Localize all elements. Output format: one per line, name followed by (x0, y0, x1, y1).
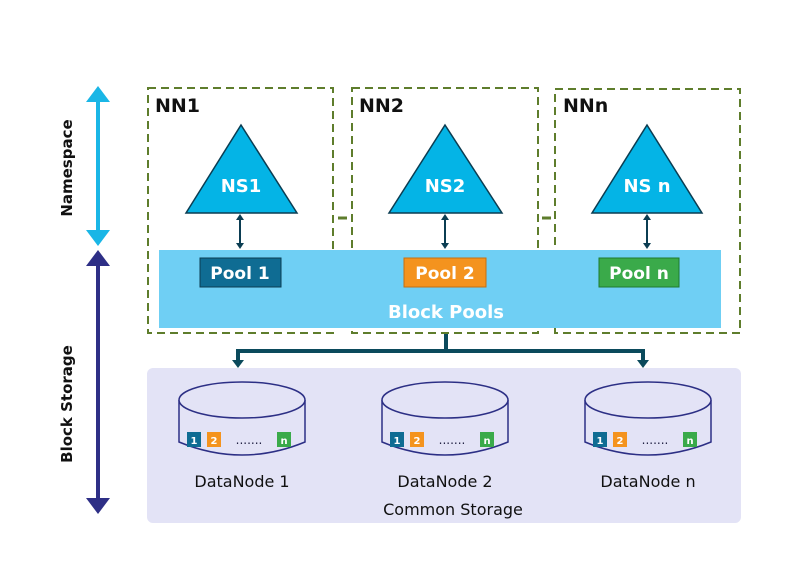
arrow-down-icon (232, 360, 244, 368)
namespace-triangle-nsn (590, 123, 704, 214)
block-storage-axis: Block Storage (58, 250, 110, 514)
namenode-label: NN1 (155, 95, 200, 117)
block-label: 2 (617, 436, 624, 447)
arrow-down-icon (637, 360, 649, 368)
namenode-box-nn1 (147, 87, 334, 334)
pool-label: Pool 2 (415, 264, 474, 284)
block-label: n (686, 436, 693, 447)
arrow-up-icon (236, 214, 244, 220)
namenode-box-nn2 (351, 87, 539, 334)
arrow-up-icon (643, 214, 651, 220)
namespace-axis: Namespace (58, 86, 110, 246)
block-1 (187, 432, 201, 447)
block-label: 1 (394, 436, 401, 447)
namenode-label: NNn (563, 95, 608, 117)
namespace-label: NS1 (221, 176, 262, 197)
arrow-down-icon (236, 243, 244, 249)
block-2 (207, 432, 221, 447)
arrow-down-icon (86, 230, 110, 246)
namespace-triangle-ns2 (387, 123, 504, 214)
block-pools-label: Block Pools (388, 302, 504, 323)
arrow-down-icon (86, 498, 110, 514)
datanode-2: 1 2 n....... DataNode 2 (381, 381, 509, 491)
datanode-label: DataNode 2 (397, 472, 492, 491)
block-ellipsis: ....... (236, 433, 263, 447)
namespace-triangle-ns1 (184, 123, 299, 214)
disk-top (381, 381, 509, 419)
block-n (683, 432, 697, 447)
ns-pool-link (643, 214, 651, 249)
block-storage-axis-label: Block Storage (58, 345, 76, 463)
ns-pool-link (441, 214, 449, 249)
common-storage-label: Common Storage (383, 500, 523, 519)
datanode-label: DataNode n (600, 472, 695, 491)
arrow-up-icon (86, 86, 110, 102)
block-n (480, 432, 494, 447)
namespace-label: NS n (623, 176, 670, 197)
arrow-down-icon (441, 243, 449, 249)
block-label: 1 (191, 436, 198, 447)
pool-box-n (598, 257, 680, 288)
pool-box-1 (199, 257, 282, 288)
arrow-down-icon (643, 243, 651, 249)
block-ellipsis: ....... (642, 433, 669, 447)
arrow-up-icon (441, 214, 449, 220)
pool-label: Pool 1 (210, 264, 269, 284)
block-2 (410, 432, 424, 447)
block-label: 2 (211, 436, 218, 447)
namenode-box-nnn (554, 88, 741, 334)
arrow-up-icon (86, 250, 110, 266)
block-label: n (280, 436, 287, 447)
datanode-1: 1 2 n....... DataNode 1 (178, 381, 306, 491)
namespace-label: NS2 (425, 176, 466, 197)
block-label: 1 (597, 436, 604, 447)
block-n (277, 432, 291, 447)
storage-connector (232, 334, 649, 368)
ns-pool-link (236, 214, 244, 249)
datanode-label: DataNode 1 (194, 472, 289, 491)
datanode-n: 1 2 n....... DataNode n (584, 381, 712, 491)
block-label: 2 (414, 436, 421, 447)
disk-top (584, 381, 712, 419)
block-label: n (483, 436, 490, 447)
pool-label: Pool n (609, 264, 669, 284)
namespace-axis-label: Namespace (58, 119, 76, 216)
block-1 (593, 432, 607, 447)
block-ellipsis: ....... (439, 433, 466, 447)
pool-box-2 (403, 257, 487, 288)
block-2 (613, 432, 627, 447)
block-1 (390, 432, 404, 447)
disk-top (178, 381, 306, 419)
namenode-label: NN2 (359, 95, 404, 117)
